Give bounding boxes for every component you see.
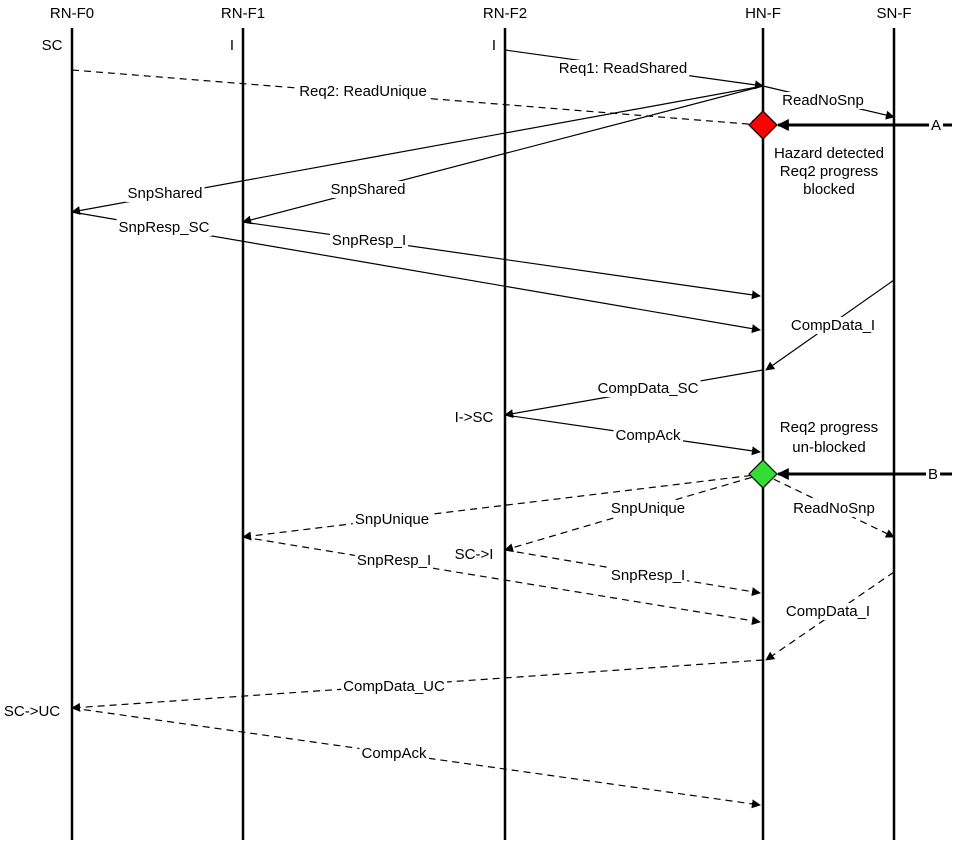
message-label-snpshared-f1: SnpShared bbox=[330, 181, 405, 198]
message-label-bg-compdata-i1 bbox=[788, 317, 878, 334]
message-label-readnosnp1: ReadNoSnp bbox=[782, 92, 864, 109]
external-input-a-label-bg bbox=[929, 116, 943, 134]
hazard-note-line-2: Req2 progress bbox=[780, 163, 878, 180]
message-arrow-compdata-uc bbox=[71, 659, 764, 712]
lifeline-title-rn-f2: RN-F2 bbox=[483, 5, 527, 22]
message-label-bg-compdata-sc bbox=[595, 380, 701, 397]
message-label-readnosnp2: ReadNoSnp bbox=[793, 500, 875, 517]
message-label-bg-snpunique-f2 bbox=[608, 500, 688, 517]
external-input-b-label-bg bbox=[926, 465, 940, 483]
unblock-note-line-2: un-blocked bbox=[792, 439, 865, 456]
message-label-bg-req1 bbox=[556, 60, 690, 77]
message-label-snpresp-i1: SnpResp_I bbox=[332, 232, 406, 249]
message-label-bg-snpresp-sc bbox=[116, 219, 212, 236]
message-label-bg-compack2 bbox=[359, 745, 430, 762]
message-label-bg-snpunique-f1 bbox=[352, 511, 432, 528]
message-label-bg-req2 bbox=[297, 83, 429, 100]
message-label-bg-snpresp-i1 bbox=[329, 232, 409, 249]
message-label-compdata-uc: CompData_UC bbox=[343, 678, 445, 695]
message-label-compdata-sc: CompData_SC bbox=[598, 380, 699, 397]
message-label-snpresp-i-f1: SnpResp_I bbox=[357, 552, 431, 569]
message-label-bg-readnosnp1 bbox=[780, 92, 866, 109]
state-rn-f1-initial: I bbox=[230, 37, 234, 54]
message-label-compdata-i1: CompData_I bbox=[791, 317, 875, 334]
unblock-note-line-1: Req2 progress bbox=[780, 419, 878, 436]
message-arrow-compack2 bbox=[71, 707, 761, 809]
state-rn-f2-initial: I bbox=[492, 37, 496, 54]
lifeline-title-rn-f1: RN-F1 bbox=[221, 5, 265, 22]
message-label-snpresp-i-f2: SnpResp_I bbox=[611, 567, 685, 584]
message-label-snpshared-f0: SnpShared bbox=[127, 185, 202, 202]
message-label-snpunique-f1: SnpUnique bbox=[355, 511, 429, 528]
state-rn-f0-sc-to-uc: SC->UC bbox=[4, 703, 60, 720]
state-rn-f2-sc-to-i: SC->I bbox=[455, 546, 494, 563]
message-label-compack2: CompAck bbox=[361, 745, 427, 762]
message-arrow-snpunique-f1 bbox=[242, 473, 764, 541]
hazard-marker-diamond bbox=[748, 110, 778, 140]
message-label-bg-snpresp-i-f2 bbox=[608, 567, 688, 584]
message-label-compack1: CompAck bbox=[615, 427, 681, 444]
external-input-b-label: B bbox=[928, 466, 938, 483]
message-arrow-snpshared-f1 bbox=[242, 85, 764, 225]
message-label-compdata-i2: CompData_I bbox=[786, 603, 870, 620]
state-rn-f0-initial: SC bbox=[42, 37, 63, 54]
message-label-bg-snpresp-i-f1 bbox=[354, 552, 434, 569]
lifeline-title-sn-f: SN-F bbox=[877, 5, 912, 22]
message-label-bg-readnosnp2 bbox=[791, 500, 877, 517]
message-label-bg-compdata-uc bbox=[341, 678, 448, 695]
message-label-req2: Req2: ReadUnique bbox=[299, 83, 427, 100]
message-label-snpunique-f2: SnpUnique bbox=[611, 500, 685, 517]
message-label-snpresp-sc: SnpResp_SC bbox=[119, 219, 210, 236]
message-label-bg-snpshared-f1 bbox=[328, 181, 408, 198]
state-rn-f2-i-to-sc: I->SC bbox=[455, 409, 494, 426]
message-label-bg-compack1 bbox=[613, 427, 684, 444]
lifeline-title-rn-f0: RN-F0 bbox=[50, 5, 94, 22]
message-arrow-snpresp-i-f1 bbox=[242, 536, 761, 626]
message-label-bg-compdata-i2 bbox=[783, 603, 873, 620]
hazard-note-line-1: Hazard detected bbox=[774, 145, 884, 162]
hazard-note-line-3: blocked bbox=[803, 181, 855, 198]
external-input-a-label: A bbox=[931, 117, 941, 134]
message-arrow-snpresp-i1 bbox=[242, 221, 761, 300]
unblock-marker-diamond bbox=[748, 459, 778, 489]
lifeline-title-hn-f: HN-F bbox=[745, 5, 781, 22]
message-label-req1: Req1: ReadShared bbox=[559, 60, 687, 77]
message-label-bg-snpshared-f0 bbox=[125, 185, 205, 202]
